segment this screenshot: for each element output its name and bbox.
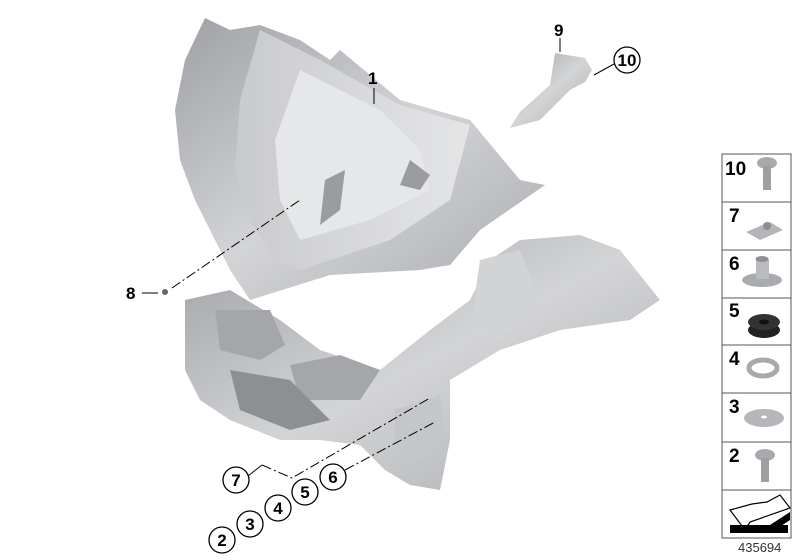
svg-text:7: 7 <box>231 471 240 490</box>
screw-icon <box>755 449 775 482</box>
legend-item-3[interactable]: 3 <box>729 397 784 427</box>
legend-item-6[interactable]: 6 <box>729 254 782 287</box>
callout-7: 7 <box>222 466 250 494</box>
callout-6: 6 <box>319 463 347 491</box>
legend-item-7[interactable]: 7 <box>729 206 783 240</box>
legend-item-arrow <box>728 494 791 533</box>
svg-text:5: 5 <box>300 483 309 502</box>
svg-text:3: 3 <box>729 397 740 418</box>
spacer-sleeve-icon <box>742 256 782 287</box>
svg-text:10: 10 <box>725 159 746 180</box>
screw-icon <box>757 157 777 190</box>
arrow-symbol-icon <box>728 494 791 533</box>
trim-cover-part-9[interactable] <box>510 53 592 128</box>
callout-9: 9 <box>554 21 563 40</box>
diagram-number: 435694 <box>738 540 781 555</box>
legend-item-5[interactable]: 5 <box>729 301 780 338</box>
svg-text:10: 10 <box>618 51 637 70</box>
front-fairing-part-1[interactable] <box>175 18 545 300</box>
svg-text:3: 3 <box>245 515 254 534</box>
leader-lines <box>142 38 615 479</box>
svg-text:2: 2 <box>217 531 226 550</box>
spring-washer-icon <box>746 357 780 379</box>
callout-8: 8 <box>126 284 135 303</box>
callout-5: 5 <box>291 478 319 506</box>
callout-2: 2 <box>208 526 236 554</box>
svg-text:6: 6 <box>729 254 740 275</box>
screw-part-8[interactable] <box>162 289 168 295</box>
callout-3: 3 <box>236 510 264 538</box>
flat-washer-icon <box>744 409 784 427</box>
callout-10: 10 <box>613 46 641 74</box>
hardware-legend: 10 7 6 5 4 3 2 <box>721 153 792 539</box>
rubber-grommet-icon <box>748 314 780 338</box>
svg-text:7: 7 <box>729 206 740 227</box>
svg-text:5: 5 <box>729 301 740 322</box>
callout-1: 1 <box>368 69 377 88</box>
legend-item-4[interactable]: 4 <box>729 349 780 379</box>
svg-text:2: 2 <box>729 446 740 467</box>
svg-text:4: 4 <box>729 349 740 370</box>
callout-4: 4 <box>264 494 292 522</box>
svg-text:4: 4 <box>273 499 283 518</box>
lower-fairing-part[interactable] <box>185 235 660 490</box>
legend-item-2[interactable]: 2 <box>729 446 775 482</box>
clip-nut-icon <box>746 222 783 240</box>
svg-text:6: 6 <box>328 468 337 487</box>
legend-item-10[interactable]: 10 <box>725 157 777 190</box>
